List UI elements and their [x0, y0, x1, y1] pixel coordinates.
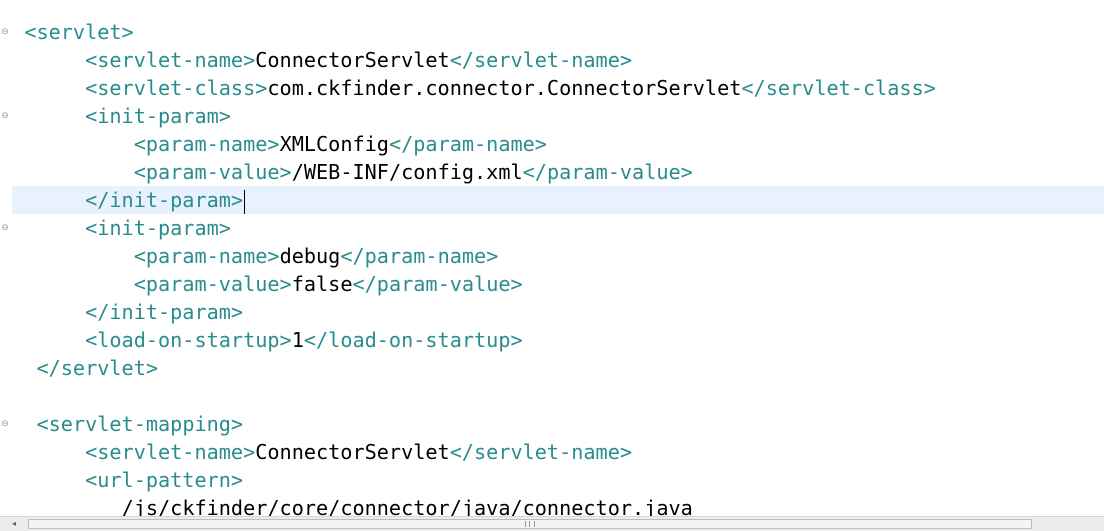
xml-tag: </param-value>	[522, 160, 693, 184]
code-line[interactable]: <load-on-startup>1</load-on-startup>	[0, 326, 1104, 354]
code-line-text: </servlet>	[0, 356, 158, 380]
xml-value: com.ckfinder.connector.ConnectorServlet	[267, 76, 742, 100]
indent	[0, 104, 85, 128]
xml-tag: <init-param>	[85, 104, 231, 128]
xml-tag: </servlet-name>	[449, 440, 633, 464]
xml-tag: </load-on-startup>	[303, 328, 523, 352]
indent	[0, 412, 36, 436]
xml-tag: </param-name>	[388, 132, 547, 156]
code-line[interactable]: <param-value>/WEB-INF/config.xml</param-…	[0, 158, 1104, 186]
indent	[0, 48, 85, 72]
horizontal-scrollbar[interactable]: ◂	[0, 516, 1104, 531]
code-line-text: <param-name>debug</param-name>	[0, 244, 499, 268]
code-line-text: <load-on-startup>1</load-on-startup>	[0, 328, 523, 352]
scrollbar-thumb[interactable]	[28, 519, 1032, 529]
text-cursor	[244, 189, 246, 214]
xml-tag: <param-name>	[133, 244, 280, 268]
code-line[interactable]: <param-name>XMLConfig</param-name>	[0, 130, 1104, 158]
fold-gutter: ⊖ ⊖ ⊖ ⊖	[0, 0, 12, 516]
xml-tag: </param-name>	[340, 244, 499, 268]
xml-tag: <param-name>	[133, 132, 280, 156]
code-line-text: <init-param>	[0, 104, 231, 128]
code-line[interactable]: </init-param>	[0, 298, 1104, 326]
code-line[interactable]: <init-param>	[0, 102, 1104, 130]
code-line-text: </init-param>	[0, 188, 246, 214]
code-line[interactable]: <servlet-class>com.ckfinder.connector.Co…	[0, 74, 1104, 102]
code-line-text: </init-param>	[0, 300, 243, 324]
code-line[interactable]: <servlet>	[0, 18, 1104, 46]
fold-collapse-icon[interactable]: ⊖	[1, 27, 9, 37]
xml-tag: </servlet-name>	[449, 48, 633, 72]
code-line[interactable]: <servlet-name>ConnectorServlet</servlet-…	[0, 46, 1104, 74]
xml-value: ConnectorServlet	[255, 440, 450, 464]
indent	[0, 244, 134, 268]
indent	[0, 132, 134, 156]
xml-tag: <param-value>	[133, 160, 292, 184]
scrollbar-grip-icon	[525, 521, 535, 527]
fold-collapse-icon[interactable]: ⊖	[1, 419, 9, 429]
fold-collapse-icon[interactable]: ⊖	[1, 111, 9, 121]
xml-tag: <servlet-name>	[85, 440, 256, 464]
indent	[0, 188, 85, 212]
xml-tag: <servlet-mapping>	[36, 412, 244, 436]
code-line[interactable]: </servlet>	[0, 354, 1104, 382]
code-line-text: <param-value>/WEB-INF/config.xml</param-…	[0, 160, 693, 184]
indent	[0, 160, 134, 184]
xml-tag: </servlet>	[36, 356, 159, 380]
xml-value: ConnectorServlet	[255, 48, 450, 72]
indent	[0, 216, 85, 240]
xml-tag: <servlet-name>	[85, 48, 256, 72]
xml-tag: </servlet-class>	[741, 76, 936, 100]
indent	[0, 328, 85, 352]
indent	[0, 76, 85, 100]
code-line[interactable]: <url-pattern>	[0, 466, 1104, 494]
xml-tag: <init-param>	[85, 216, 231, 240]
xml-tag: </init-param>	[85, 300, 244, 324]
code-line-text: <servlet-mapping>	[0, 412, 243, 436]
indent	[0, 20, 24, 44]
xml-tag: <servlet-class>	[85, 76, 268, 100]
code-line[interactable]: <servlet-name>ConnectorServlet</servlet-…	[0, 438, 1104, 466]
code-line-text: <servlet-name>ConnectorServlet</servlet-…	[0, 440, 632, 464]
xml-tag: <param-value>	[133, 272, 292, 296]
code-line-text: <url-pattern>	[0, 468, 243, 492]
code-line-text: <servlet-name>ConnectorServlet</servlet-…	[0, 48, 632, 72]
code-line[interactable]: <servlet-mapping>	[0, 410, 1104, 438]
indent	[0, 356, 36, 380]
xml-value: XMLConfig	[279, 132, 389, 156]
xml-value: debug	[279, 244, 341, 268]
xml-value: 1	[291, 328, 304, 352]
code-line[interactable]: </init-param>	[12, 186, 1104, 214]
scroll-left-arrow-icon[interactable]: ◂	[11, 519, 16, 528]
xml-value: false	[291, 272, 353, 296]
code-line-text: <param-name>XMLConfig</param-name>	[0, 132, 547, 156]
code-area[interactable]: <servlet> <servlet-name>ConnectorServlet…	[0, 18, 1104, 522]
code-line[interactable]: <init-param>	[0, 214, 1104, 242]
code-line[interactable]: <param-value>false</param-value>	[0, 270, 1104, 298]
code-line[interactable]	[0, 382, 1104, 410]
code-line[interactable]: <param-name>debug</param-name>	[0, 242, 1104, 270]
xml-tag: <url-pattern>	[85, 468, 244, 492]
indent	[0, 440, 85, 464]
code-line-text: <servlet>	[0, 20, 134, 44]
indent	[0, 272, 134, 296]
xml-tag: <load-on-startup>	[85, 328, 292, 352]
indent	[0, 468, 85, 492]
xml-tag: <servlet>	[24, 20, 134, 44]
indent	[0, 300, 85, 324]
code-line-text: <init-param>	[0, 216, 231, 240]
xml-tag: </param-value>	[352, 272, 523, 296]
code-line-text: <param-value>false</param-value>	[0, 272, 523, 296]
code-line-text: <servlet-class>com.ckfinder.connector.Co…	[0, 76, 936, 100]
xml-value: /WEB-INF/config.xml	[291, 160, 523, 184]
fold-collapse-icon[interactable]: ⊖	[1, 223, 9, 233]
xml-tag: </init-param>	[85, 188, 244, 212]
